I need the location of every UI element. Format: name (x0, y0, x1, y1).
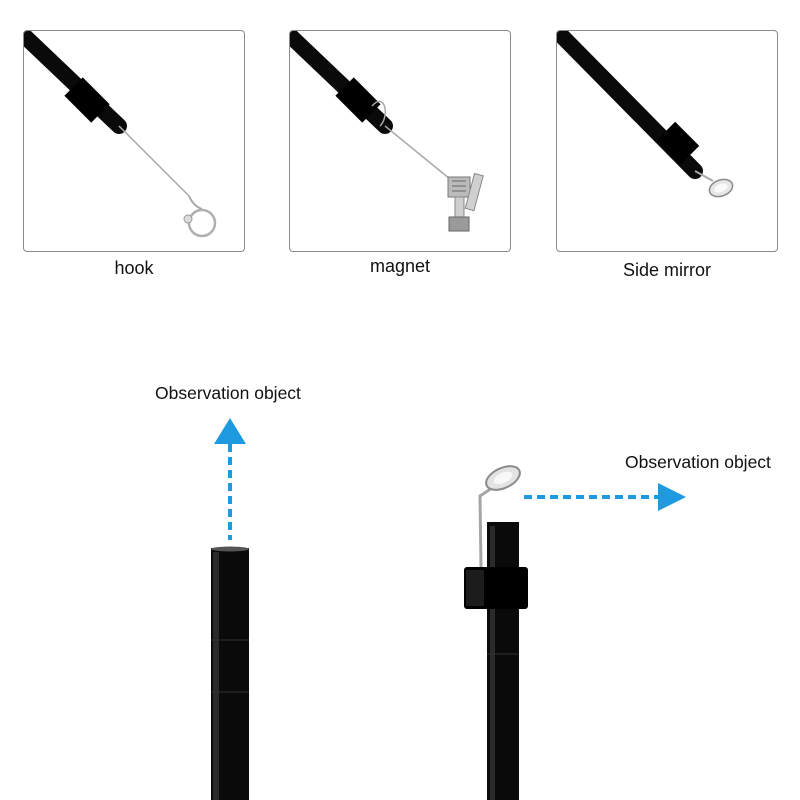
arrow-right-icon (524, 483, 686, 511)
magnet-icon (290, 31, 484, 232)
side-view-scope (464, 465, 528, 800)
panel-hook (23, 30, 245, 252)
hook-icon (24, 31, 217, 238)
front-view-scope (211, 546, 249, 800)
panel-magnet (289, 30, 511, 252)
caption-hook: hook (114, 258, 154, 278)
panel-side-mirror (556, 30, 778, 252)
arrow-up-icon (214, 418, 246, 540)
side-mirror-icon (557, 31, 734, 198)
observation-label-side: Observation object (625, 452, 771, 472)
observation-label-front: Observation object (155, 383, 301, 403)
caption-side-mirror: Side mirror (622, 260, 711, 280)
caption-magnet: magnet (369, 256, 431, 276)
